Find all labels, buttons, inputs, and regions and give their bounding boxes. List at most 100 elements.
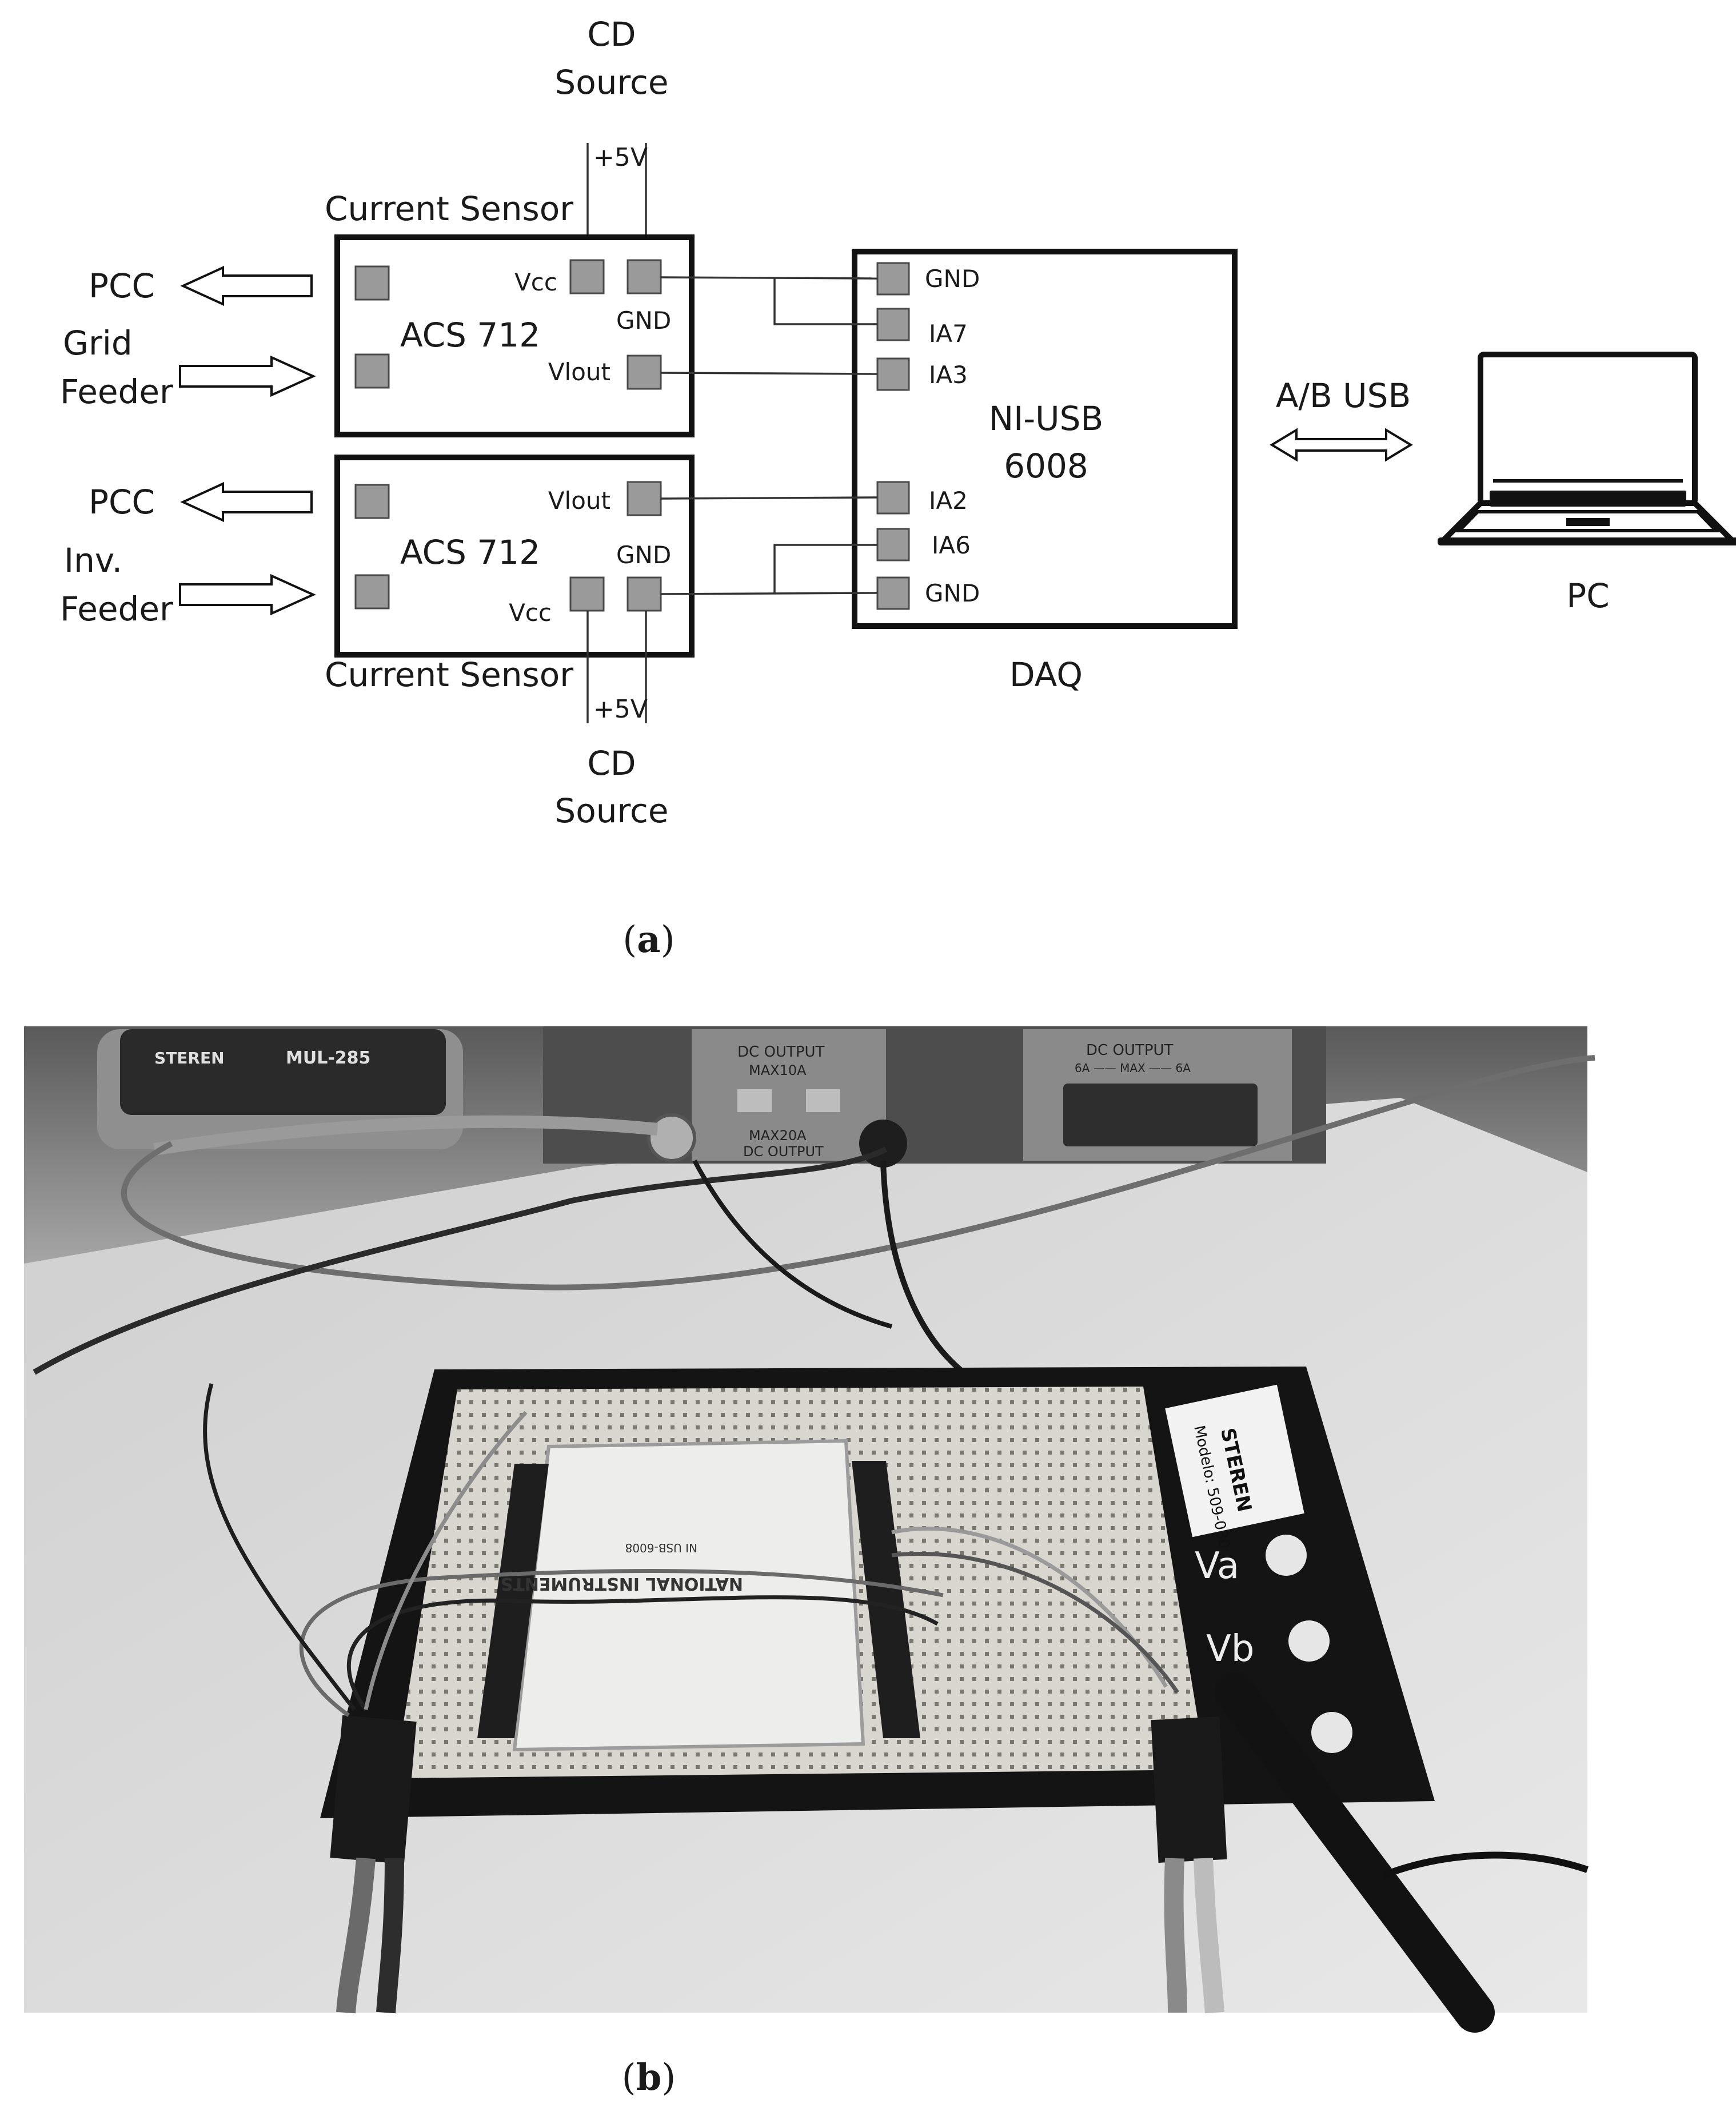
daq-box (852, 249, 1238, 629)
daq-model: NI USB-6008 (625, 1541, 697, 1555)
probe-cable (1382, 1851, 1589, 1879)
scope-probe (1215, 1672, 1495, 2033)
jumper-1 (299, 1569, 944, 1717)
usb-link-arrow (1270, 428, 1413, 462)
multimeter-model: MUL-285 (286, 1048, 370, 1068)
daq-pin-label-4: IA6 (932, 531, 971, 559)
grid-label-line1: Grid (63, 324, 133, 363)
caption-b-letter: b (636, 2056, 662, 2099)
feeder-cable-right-1 (1164, 1858, 1187, 2013)
daq-title-line2: 6008 (1004, 447, 1088, 485)
caption-b: (b) (622, 2056, 676, 2099)
wire-bottom-vout (660, 496, 878, 500)
caption-a-letter: a (637, 918, 660, 961)
daq-pin-3 (876, 481, 910, 515)
pcc-arrow-top (180, 265, 313, 306)
feeder-cable-left-2 (376, 1858, 404, 2014)
bottom-supply-line2: Source (554, 791, 668, 830)
caption-b-close: ) (661, 2057, 676, 2099)
psu-right-max: 6A —— MAX —— 6A (1075, 1061, 1191, 1075)
inv-feeder-arrow (179, 573, 316, 616)
sensor-board-left (330, 1715, 417, 1865)
bottom-sensor-pin-vout (626, 481, 662, 516)
pcc-arrow-bottom (180, 481, 313, 523)
bottom-sensor-pin-in2 (354, 574, 390, 610)
grid-feeder-arrow (179, 355, 316, 397)
bottom-sensor-pin-gnd (626, 576, 662, 612)
daq-pin-5 (876, 576, 910, 610)
caption-a: (a) (622, 918, 675, 961)
bottom-sensor-gnd-label: GND (616, 541, 671, 569)
daq-title-line1: NI-USB (989, 399, 1103, 438)
caption-b-open: ( (622, 2057, 636, 2099)
label-vb: Vb (1206, 1628, 1254, 1670)
wire-top-ia7 (773, 278, 877, 325)
bottom-sensor-chip: ACS 712 (400, 533, 540, 572)
daq-pin-4 (876, 528, 910, 561)
bottom-sensor-vcc-label: Vcc (509, 599, 552, 627)
top-sensor-gnd-label: GND (616, 306, 671, 334)
psu-left-bottom: MAX20A (749, 1128, 807, 1144)
feeder-cable-right-2 (1194, 1858, 1224, 2014)
usb-link-label: A/B USB (1276, 376, 1411, 415)
top-sensor-pin-in1 (354, 265, 390, 301)
multimeter-brand: STEREN (154, 1049, 225, 1068)
black-lead-2 (692, 1160, 893, 1329)
long-wire-2 (33, 1146, 888, 1375)
pcc-label-bottom: PCC (89, 483, 155, 521)
jumper-2 (346, 1595, 939, 1711)
terminal-3 (1311, 1712, 1352, 1753)
bottom-sensor-title: Current Sensor (325, 655, 573, 694)
top-supply-line1: CD (587, 15, 636, 54)
pc-label: PC (1566, 576, 1609, 615)
psu-left-bottom2: DC OUTPUT (743, 1144, 824, 1160)
long-wire-1 (121, 1055, 1595, 1290)
daq-pin-0 (876, 262, 910, 296)
top-sensor-pin-vcc (569, 259, 605, 294)
psu-right-title: DC OUTPUT (1086, 1042, 1174, 1059)
daq-unit (512, 1439, 865, 1752)
wire-bottom-gnd (660, 592, 878, 595)
bottom-sensor-pin-vcc (569, 576, 605, 612)
daq-pin-label-2: IA3 (929, 361, 968, 389)
top-sensor-pin-vout (626, 354, 662, 390)
daq-pin-label-0: GND (925, 265, 980, 293)
inv-label-line1: Inv. (64, 541, 122, 580)
bottom-supply-voltage: +5V (593, 695, 648, 724)
daq-brand: NATIONAL INSTRUMENTS (501, 1574, 743, 1594)
daq-pin-2 (876, 357, 910, 391)
diagram-a: CD Source +5V Current Sensor ACS 712 Vcc… (60, 15, 1736, 961)
top-supply-voltage: +5V (593, 143, 648, 172)
top-sensor-pin-in2 (354, 353, 390, 389)
bottom-sensor-pin-in1 (354, 484, 390, 519)
bottom-supply-line1: CD (587, 744, 636, 783)
laptop-icon (1438, 352, 1736, 545)
terminal-1 (1266, 1535, 1307, 1576)
wire-bottom-ia6 (773, 544, 877, 594)
label-va: Va (1195, 1545, 1239, 1587)
daq-pin-label-3: IA2 (929, 487, 968, 515)
jumper-5 (203, 1383, 356, 1711)
daq-pin-label-5: GND (925, 579, 980, 607)
probe-wire-grey (153, 1115, 659, 1156)
jumper-4 (891, 1551, 1179, 1694)
top-sensor-title: Current Sensor (325, 189, 573, 228)
daq-pin-label-1: IA7 (929, 320, 968, 348)
top-sensor-vout-label: Vlout (548, 358, 610, 386)
psu-left-title: DC OUTPUT (737, 1043, 825, 1061)
jumper-6 (364, 1411, 528, 1710)
feeder-cable-left-1 (336, 1857, 376, 2014)
psu-left-max: MAX10A (749, 1062, 807, 1078)
bottom-sensor-vout-label: Vlout (548, 487, 610, 515)
breadboard-label-plate (1165, 1384, 1304, 1538)
daq-pin-1 (876, 308, 910, 341)
wire-top-vout (660, 372, 878, 375)
wire-top-gnd (660, 276, 878, 280)
pcc-label-top: PCC (89, 266, 155, 305)
daq-terminal-right (852, 1461, 920, 1738)
top-sensor-chip: ACS 712 (400, 316, 540, 354)
power-supply: DC OUTPUT MAX10A MAX20A DC OUTPUT DC OUT… (543, 1026, 1326, 1168)
sensor-board-right (1151, 1716, 1227, 1863)
terminal-2 (1288, 1620, 1330, 1662)
